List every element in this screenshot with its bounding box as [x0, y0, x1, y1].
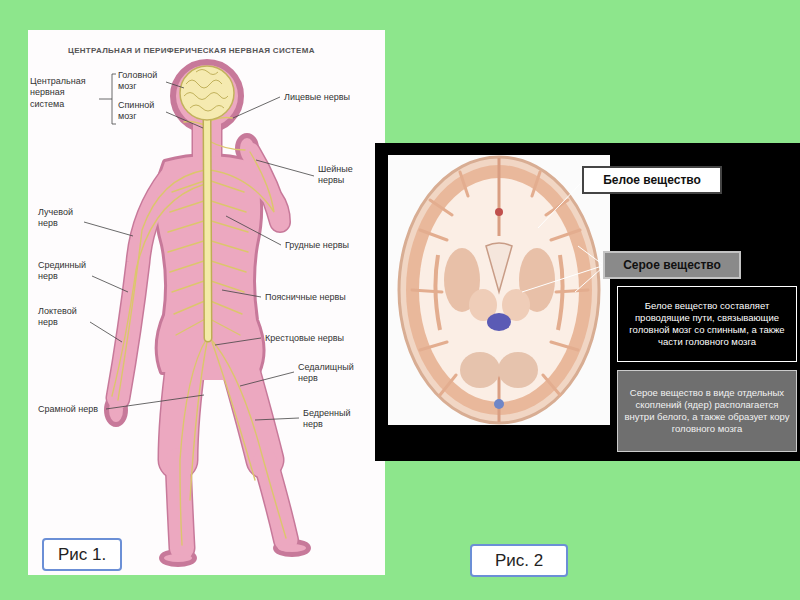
brain-section	[487, 313, 511, 331]
leader-line	[84, 74, 314, 420]
brain-section	[460, 352, 500, 388]
box-text: Серое вещество в виде отдельных скоплени…	[623, 387, 791, 435]
part-label: Лучевой нерв	[38, 207, 86, 230]
leader-line	[578, 246, 602, 264]
brain-figure	[180, 66, 234, 120]
peripheral-nerves	[112, 184, 205, 396]
photo-ground	[388, 155, 610, 425]
brain-section	[486, 243, 512, 292]
peripheral-nerves	[212, 342, 255, 480]
brain-section	[494, 399, 504, 409]
term-box: Серое вещество	[603, 251, 741, 279]
leader-line	[256, 160, 314, 176]
brain-figure	[180, 66, 234, 120]
leader-line	[99, 74, 116, 124]
leader-line	[233, 97, 280, 118]
leader-line	[575, 268, 602, 292]
leader-line	[222, 290, 261, 297]
spinal-cord	[207, 118, 208, 338]
part-label: Центральная нервная система	[30, 76, 96, 110]
leader-line	[240, 372, 294, 386]
figure-caption-box: Рис 1.	[42, 538, 122, 571]
box-text: Серое вещество	[623, 258, 721, 273]
leader-line	[255, 418, 299, 420]
leader-line	[166, 112, 203, 128]
part-label: Седалищный нерв	[298, 362, 360, 385]
leader-line	[84, 222, 133, 236]
leader-line	[90, 322, 122, 342]
brain-section	[495, 208, 503, 216]
leader-line	[226, 216, 281, 245]
brain-section	[498, 352, 538, 388]
part-label: Поясничные нервы	[265, 292, 346, 303]
box-text: Белое вещество	[603, 173, 701, 188]
peripheral-nerves	[210, 338, 286, 538]
body-fill	[118, 125, 286, 548]
body-fill	[164, 554, 192, 562]
figure-card	[28, 30, 385, 575]
peripheral-nerves	[207, 140, 245, 150]
part-label: Шейные нервы	[318, 164, 368, 187]
body-fill	[172, 340, 252, 380]
leader-line	[166, 82, 184, 88]
box-text: Белое вещество составляет проводящие пут…	[623, 300, 791, 348]
peripheral-nerves	[180, 338, 207, 545]
spinal-cord	[207, 118, 208, 338]
leader-line	[92, 276, 128, 292]
part-label: Грудные нервы	[285, 240, 349, 251]
body-outline	[118, 125, 286, 548]
body-fill	[278, 544, 306, 552]
box-text: Рис. 2	[495, 550, 543, 571]
spinal-cord	[207, 118, 208, 338]
body-outline	[107, 62, 308, 564]
peripheral-nerves	[190, 342, 207, 500]
box-text: Рис 1.	[58, 544, 106, 565]
body-fill	[176, 65, 238, 127]
figure-caption-box: Рис. 2	[470, 544, 568, 577]
part-label: Лицевые нервы	[284, 92, 350, 103]
dark-panel	[375, 143, 800, 461]
part-label: Крестцовые нервы	[265, 333, 344, 344]
body-fill	[109, 65, 306, 562]
brain-section	[419, 178, 579, 402]
leader-line	[106, 395, 204, 409]
figure-title: ЦЕНТРАЛЬНАЯ И ПЕРИФЕРИЧЕСКАЯ НЕРВНАЯ СИС…	[68, 46, 315, 56]
note-box: Белое вещество составляет проводящие пут…	[617, 286, 797, 362]
part-label: Головной мозг	[118, 70, 168, 93]
part-label: Срамной нерв	[38, 404, 98, 415]
leader-line	[215, 338, 261, 345]
part-label: Бедренный нерв	[303, 408, 363, 431]
part-label: Спинной мозг	[118, 100, 168, 123]
part-label: Срединный нерв	[38, 260, 94, 283]
part-label: Локтевой нерв	[38, 306, 92, 329]
brain-section	[399, 157, 599, 423]
brain-section	[399, 157, 599, 423]
brain-figure	[184, 70, 228, 112]
leader-line	[538, 183, 581, 228]
leader-line	[522, 266, 602, 292]
term-box: Белое вещество	[582, 166, 722, 194]
leader-line	[522, 183, 602, 292]
peripheral-nerves	[112, 118, 286, 546]
note-box: Серое вещество в виде отдельных скоплени…	[617, 370, 797, 452]
body-fill	[109, 398, 123, 422]
